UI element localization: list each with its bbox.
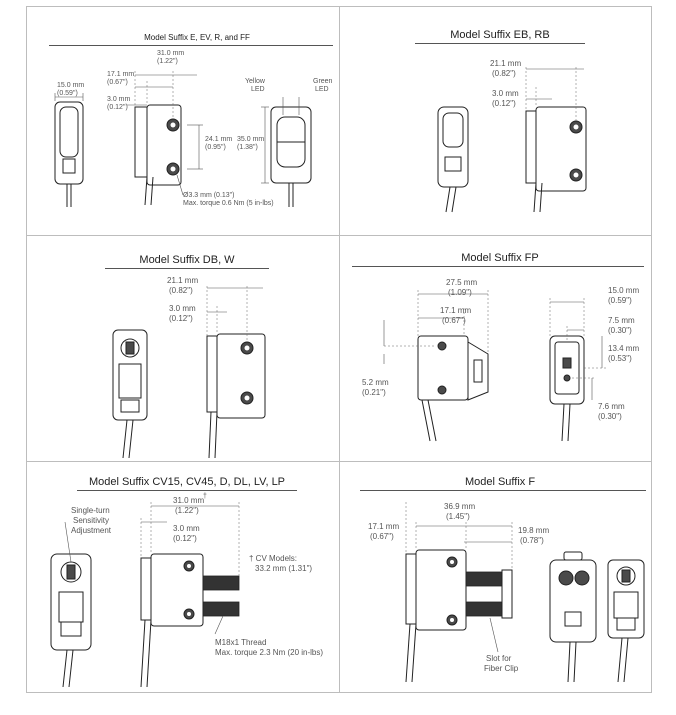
panel-suffix-cv-d-dl-lv-lp: Model Suffix CV15, CV45, D, DL, LV, LP (27, 462, 339, 692)
dim-d: 15.0 mm (608, 286, 640, 295)
dim-total: 31.0 mm (157, 50, 185, 57)
dim-a-in: (0.67") (370, 532, 394, 541)
dim-f-in: (0.53") (608, 354, 632, 363)
drawing-fp (383, 290, 606, 442)
dim-c-in: (0.21") (362, 388, 386, 397)
slot-callout-2: Fiber Clip (484, 664, 519, 673)
drawing-f (405, 502, 645, 683)
dim-b: 36.9 mm (444, 502, 476, 511)
drawing-cv-d-dl-lv-lp (50, 502, 240, 688)
title-underline (415, 43, 585, 44)
dim-b: 3.0 mm (492, 89, 519, 98)
dim-height: 35.0 mm (237, 136, 265, 143)
dim-body-in: (0.67") (107, 79, 128, 86)
row-divider-2 (27, 461, 651, 462)
dim-b-in: (0.12") (492, 99, 516, 108)
green-led-label-2: LED (315, 86, 329, 93)
adjustment-callout-2: Sensitivity (73, 516, 110, 525)
title-underline (49, 45, 333, 46)
dim-width: 15.0 mm (57, 82, 85, 89)
cv-models-value: 33.2 mm (1.31") (255, 564, 313, 573)
cv-models-note: † CV Models: (249, 554, 298, 563)
row-divider-1 (27, 235, 651, 236)
panel-suffix-f: Model Suffix F (340, 462, 651, 692)
dim-height-in: (1.38") (237, 144, 258, 151)
dim-a-dagger: † (203, 493, 207, 500)
adjustment-callout-3: Adjustment (71, 526, 112, 535)
panel-suffix-eb-rb: Model Suffix EB, RB 21.1 mm (0.82") 3.0 … (340, 7, 651, 235)
thread-callout: M18x1 Thread (215, 638, 267, 647)
dim-a: 21.1 mm (167, 276, 199, 285)
dim-holes: 24.1 mm (205, 136, 233, 143)
panel-suffix-db-w: Model Suffix DB, W 21.1 mm (0.82") 3.0 m… (27, 236, 339, 461)
drawing-e-ev-r-ff (54, 71, 312, 207)
dim-a-in: (1.09") (448, 288, 472, 297)
dim-torque: Max. torque 0.6 Nm (5 in-lbs) (183, 200, 274, 207)
dim-holes-in: (0.95") (205, 144, 226, 151)
dim-a-in: (1.22") (175, 506, 199, 515)
panel-title: Model Suffix CV15, CV45, D, DL, LV, LP (88, 476, 286, 488)
dim-b-in: (0.67") (442, 316, 466, 325)
drawing-db-w (112, 286, 266, 459)
dim-total-in: (1.22") (157, 58, 178, 65)
dim-body: 17.1 mm (107, 71, 135, 78)
dim-c: 5.2 mm (362, 378, 389, 387)
dim-hole-dia: Ø3.3 mm (0.13") (183, 192, 235, 199)
dim-flange: 3.0 mm (107, 96, 131, 103)
slot-callout-1: Slot for (486, 654, 512, 663)
dim-g: 7.6 mm (598, 402, 625, 411)
yellow-led-label-2: LED (251, 86, 265, 93)
dim-g-in: (0.30") (598, 412, 622, 421)
panel-title: Model Suffix EB, RB (450, 29, 550, 41)
dim-a: 21.1 mm (490, 59, 522, 68)
dim-b: 17.1 mm (440, 306, 472, 315)
panel-title: Model Suffix E, EV, R, and FF (144, 33, 250, 42)
dim-flange-in: (0.12") (107, 104, 128, 111)
panel-title: Model Suffix F (464, 476, 536, 488)
drawing-eb-rb (437, 67, 587, 213)
title-underline (105, 268, 269, 269)
title-underline (352, 266, 644, 267)
thread-torque: Max. torque 2.3 Nm (20 in-lbs) (215, 648, 324, 657)
dim-b-in: (1.45") (446, 512, 470, 521)
panel-suffix-e-ev-r-ff: Model Suffix E, EV, R, and FF (27, 7, 339, 235)
dim-a-in: (0.82") (169, 286, 193, 295)
dim-width-in: (0.59") (57, 90, 78, 97)
dim-a-in: (0.82") (492, 69, 516, 78)
title-underline (77, 490, 297, 491)
dim-a: 31.0 mm (173, 496, 205, 505)
dimension-drawing-sheet: Model Suffix E, EV, R, and FF (26, 6, 652, 693)
dim-b: 3.0 mm (173, 524, 200, 533)
dim-b-in: (0.12") (169, 314, 193, 323)
yellow-led-label: Yellow (245, 78, 265, 85)
dim-f: 13.4 mm (608, 344, 640, 353)
dim-b-in: (0.12") (173, 534, 197, 543)
dim-e-in: (0.30") (608, 326, 632, 335)
dim-b: 3.0 mm (169, 304, 196, 313)
green-led-label: Green (313, 78, 333, 85)
panel-title: Model Suffix DB, W (139, 254, 235, 266)
dim-c: 19.8 mm (518, 526, 550, 535)
dim-c-in: (0.78") (520, 536, 544, 545)
panel-suffix-fp: Model Suffix FP (340, 236, 651, 461)
dim-a: 17.1 mm (368, 522, 400, 531)
column-divider (339, 7, 340, 692)
title-underline (360, 490, 646, 491)
dim-d-in: (0.59") (608, 296, 632, 305)
panel-title: Model Suffix FP (461, 252, 539, 264)
dim-e: 7.5 mm (608, 316, 635, 325)
dim-a: 27.5 mm (446, 278, 478, 287)
adjustment-callout-1: Single-turn (71, 506, 110, 515)
